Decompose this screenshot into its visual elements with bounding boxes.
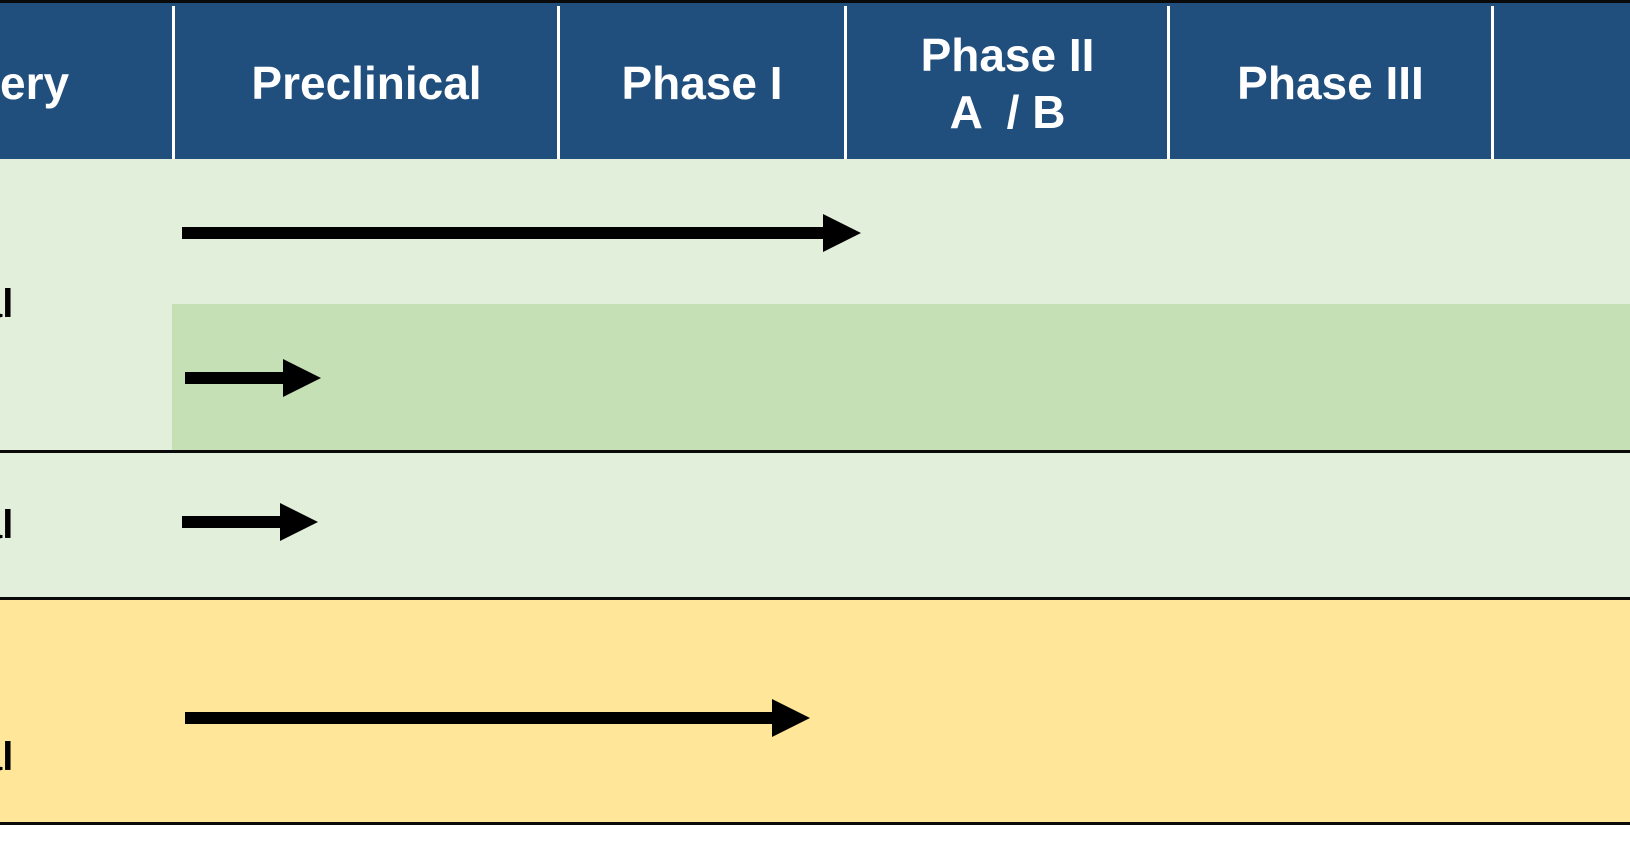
header-col-phase-1: Phase I — [560, 6, 844, 162]
header-col-discovery-label: ery — [0, 57, 70, 110]
header-divider — [172, 6, 175, 162]
header-col-preclinical-label: Preclinical — [251, 57, 482, 110]
header-col-phase-3: Phase III — [1170, 6, 1491, 162]
row-divider — [0, 597, 1630, 600]
arrow-row-1-a — [182, 214, 861, 252]
arrow-row-3 — [185, 699, 810, 737]
header-col-phase-2: Phase II A / B — [847, 6, 1168, 162]
phase-header: ery Preclinical Phase I Phase II A / B P… — [0, 0, 1630, 162]
header-col-preclinical: Preclinical — [175, 6, 558, 162]
header-col-phase-2-label-line2: A / B — [949, 86, 1066, 138]
header-divider — [1167, 6, 1170, 162]
header-divider — [844, 6, 847, 162]
arrow-row-2 — [182, 503, 318, 541]
header-col-phase-3-label: Phase III — [1237, 57, 1424, 110]
row-band-1-sub — [172, 304, 1630, 450]
arrow-row-1-b — [185, 359, 321, 397]
row-band-3 — [0, 600, 1630, 822]
row-label-1: al — [0, 282, 14, 326]
row-divider — [0, 822, 1630, 825]
header-col-discovery: ery — [0, 6, 172, 162]
header-divider — [557, 6, 560, 162]
row-divider — [0, 450, 1630, 453]
header-divider — [1491, 6, 1494, 162]
row-label-3: al — [0, 735, 14, 779]
row-label-2: al — [0, 503, 14, 547]
header-col-phase-2-label-line1: Phase II — [920, 28, 1095, 81]
header-col-phase-1-label: Phase I — [621, 57, 783, 110]
